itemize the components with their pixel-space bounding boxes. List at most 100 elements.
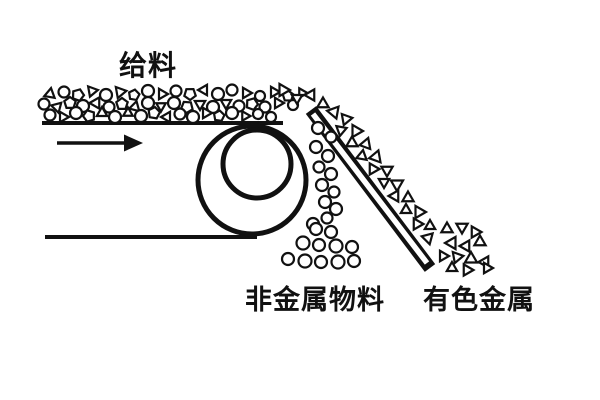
particle-triangle — [412, 216, 426, 232]
particle-circle — [264, 110, 278, 124]
particle-triangle — [398, 201, 414, 215]
particle-circle — [210, 86, 226, 102]
particle-triangle — [442, 235, 457, 251]
particle-pentagon — [183, 87, 198, 102]
particle-triangle — [462, 262, 476, 278]
particle-circle — [173, 107, 187, 121]
particle-triangle — [379, 165, 395, 179]
particle-triangle — [201, 105, 215, 121]
particle-circle — [324, 130, 338, 144]
drum-pulley — [195, 123, 309, 237]
particle-circle — [311, 237, 327, 253]
particle-triangle — [94, 104, 110, 118]
particle-pentagon — [245, 97, 260, 112]
particle-triangle — [368, 161, 382, 177]
particle-circle — [225, 83, 239, 97]
particle-circle — [323, 224, 339, 240]
particle-triangle — [315, 95, 331, 109]
particle-triangle — [157, 86, 171, 102]
particle-triangle — [324, 104, 340, 121]
feed-label: 给料 — [119, 50, 178, 81]
flow-arrow-head — [124, 134, 143, 152]
particle-triangle — [354, 147, 369, 162]
particle-pentagon — [147, 105, 162, 120]
particle-circle — [166, 95, 182, 111]
particle-triangle — [302, 87, 316, 103]
nonmetal-falling-stream — [280, 120, 362, 270]
particle-circle — [98, 87, 114, 103]
particle-circle — [68, 105, 84, 121]
particle-triangle — [158, 109, 172, 125]
particle-triangle — [386, 188, 400, 204]
nonferrous-pile — [438, 220, 496, 278]
particle-triangle — [344, 134, 360, 148]
particle-triangle — [278, 82, 293, 98]
particle-triangle — [366, 148, 382, 165]
particle-circle — [253, 89, 267, 103]
particle-triangle — [454, 222, 470, 236]
particle-triangle — [340, 112, 355, 128]
particle-triangle — [457, 238, 471, 254]
particle-circle — [312, 160, 326, 174]
particle-triangle — [49, 101, 63, 115]
particle-triangle — [400, 189, 416, 203]
particle-triangle — [192, 99, 208, 113]
particle-triangle — [218, 98, 234, 112]
particle-circle — [43, 108, 57, 122]
particle-circle — [185, 109, 201, 125]
particle-circle — [323, 166, 339, 182]
particle-triangle — [127, 99, 141, 113]
particle-circle — [328, 238, 344, 254]
particle-triangle — [482, 260, 496, 276]
nonferrous-thrown-stream — [278, 82, 438, 247]
particle-triangle — [86, 84, 101, 99]
particle-triangle — [87, 95, 101, 111]
particle-circle — [320, 211, 334, 225]
particle-pentagon — [115, 96, 129, 110]
particle-triangle — [334, 124, 349, 139]
particle-circle — [330, 254, 346, 270]
nonmetal-material-label: 非金属物料 — [245, 285, 385, 315]
particle-triangle — [451, 250, 466, 266]
particle-circle — [133, 108, 149, 124]
particle-triangle — [121, 105, 135, 117]
particle-circle — [344, 239, 360, 255]
particle-circle — [169, 84, 183, 98]
particle-triangle — [472, 233, 488, 247]
particle-triangle — [470, 224, 484, 240]
particle-circle — [310, 120, 326, 136]
particle-triangle — [269, 84, 283, 100]
particle-triangle — [273, 95, 287, 111]
particle-pentagon — [81, 108, 95, 123]
particle-triangle — [42, 85, 57, 100]
particle-triangle — [463, 249, 479, 264]
drum-inner-circle — [220, 127, 294, 201]
feed-material-band — [37, 82, 310, 125]
particle-circle — [224, 105, 240, 121]
particle-circle — [57, 85, 71, 99]
particle-circle — [251, 107, 265, 121]
particle-pentagon — [212, 109, 226, 123]
particle-triangle — [438, 248, 452, 264]
conveyor-belt — [42, 121, 283, 239]
particle-circle — [37, 97, 51, 111]
particle-triangle — [114, 85, 129, 101]
particle-pentagon — [71, 88, 86, 103]
particle-circle — [102, 100, 116, 114]
particle-circle — [320, 148, 336, 164]
particle-triangle — [439, 220, 455, 234]
particle-triangle — [444, 259, 460, 273]
particle-triangle — [357, 135, 372, 151]
particle-circle — [140, 83, 156, 99]
particle-circle — [313, 254, 329, 270]
nonferrous-metal-label: 有色金属 — [423, 285, 535, 315]
particle-triangle — [414, 204, 429, 220]
particle-circle — [346, 253, 362, 269]
particle-circle — [308, 139, 324, 155]
particle-circle — [297, 253, 313, 269]
particle-triangle — [241, 109, 253, 123]
particle-circle — [317, 194, 333, 210]
particle-circle — [280, 251, 296, 267]
